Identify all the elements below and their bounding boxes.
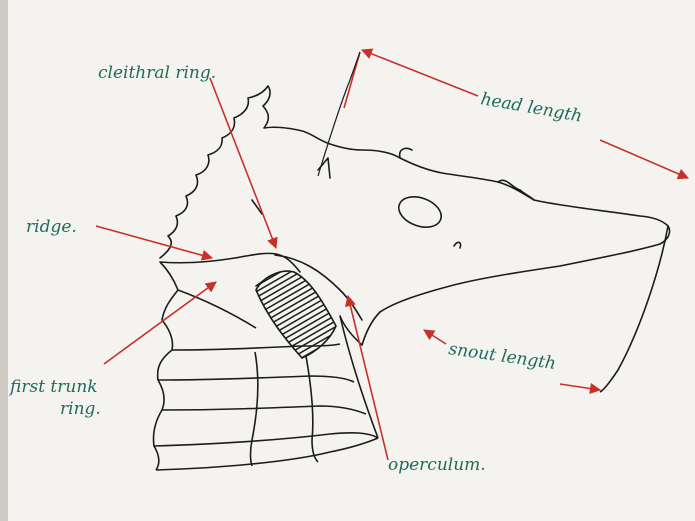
label-first-trunk-ring-line1: first trunk xyxy=(8,377,98,397)
label-ridge: ridge. xyxy=(26,217,77,237)
paper-shadow-left xyxy=(0,0,8,521)
label-cleithral-ring: cleithral ring. xyxy=(98,63,216,83)
label-first-trunk-ring-line2: ring. xyxy=(60,399,101,419)
label-operculum: operculum. xyxy=(388,455,486,475)
